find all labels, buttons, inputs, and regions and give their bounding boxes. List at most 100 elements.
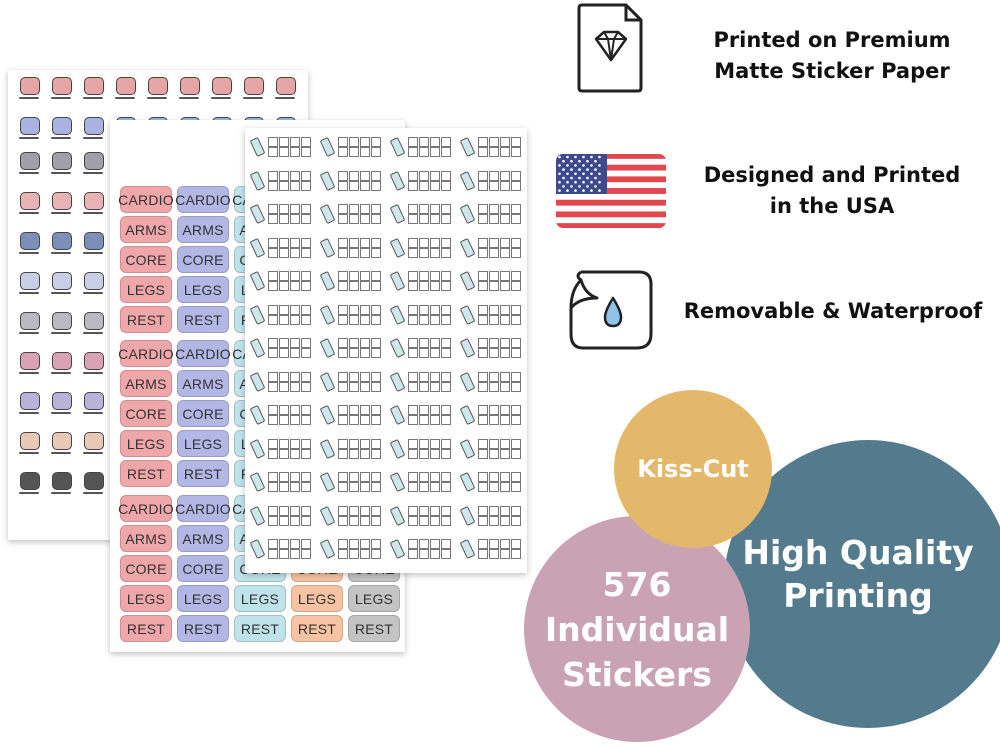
water-bottle-icon [459, 337, 476, 359]
water-tracker-sticker [249, 237, 319, 258]
tracker-box [500, 448, 510, 459]
flag-star [558, 164, 561, 167]
tracker-box [500, 247, 510, 258]
tracker-box [301, 170, 311, 181]
sticker-label-rest: REST [234, 615, 286, 642]
water-tracker-sticker [389, 136, 459, 158]
sticker-label-arms: ARMS [120, 216, 172, 243]
tracker-box [290, 405, 300, 415]
flag-star [586, 185, 589, 188]
scale-sticker-icon [16, 150, 42, 180]
flag-star [582, 180, 585, 184]
individual-line-2: Individual [544, 609, 730, 649]
tracker-box [489, 338, 499, 348]
tracker-box [371, 438, 381, 449]
flag-star [590, 189, 593, 192]
tracker-box [511, 515, 521, 526]
tracker-box [478, 281, 488, 291]
tracker-box [360, 338, 370, 348]
tracker-box [349, 204, 359, 214]
tracker-box [489, 405, 499, 415]
sandwich-sticker-icon [144, 75, 170, 105]
tracker-box [441, 515, 451, 526]
tracker-box [301, 371, 311, 382]
tracker-box [268, 214, 278, 224]
tracker-box [500, 549, 510, 559]
tracker-box [371, 338, 381, 348]
sticker-label-cardio: CARDIO [175, 340, 231, 367]
water-bottle-icon [319, 170, 336, 191]
feature-usa-line-1: Designed and Printed [703, 163, 961, 187]
tracker-box [489, 170, 499, 181]
tracker-box [430, 549, 440, 559]
tracker-box [338, 549, 348, 559]
tracker-box [500, 281, 510, 291]
tracker-box [360, 137, 370, 147]
tracker-box [360, 204, 370, 214]
tracker-box [290, 381, 300, 392]
flag-stripe [556, 154, 666, 159]
tracker-box [279, 549, 289, 559]
water-tracker-sticker-sheet [245, 128, 527, 573]
tracker-box [268, 515, 278, 526]
tracker-box [360, 448, 370, 459]
tracker-box [511, 482, 521, 492]
tracker-box [408, 371, 418, 382]
tracker-box [301, 415, 311, 425]
tracker-box [430, 180, 440, 191]
tracker-box [290, 147, 300, 157]
tracker-box [338, 539, 348, 549]
tracker-box [430, 281, 440, 291]
tracker-box [360, 314, 370, 325]
tracker-box [441, 247, 451, 258]
sticker-label-core: CORE [120, 400, 172, 427]
tracker-box [430, 505, 440, 516]
water-tracker-sticker [389, 538, 459, 560]
sticker-label-arms: ARMS [177, 216, 229, 243]
tracker-box [408, 137, 418, 147]
tracker-box [500, 415, 510, 425]
tracker-box [279, 472, 289, 482]
tracker-box [301, 137, 311, 147]
water-tracker-sticker [389, 371, 459, 392]
tracker-box [430, 405, 440, 415]
tracker-box [360, 247, 370, 258]
water-tracker-sticker [319, 203, 389, 225]
tracker-box [349, 214, 359, 224]
tracker-box [441, 348, 451, 358]
water-bottle-icon [249, 505, 266, 526]
tracker-box [349, 237, 359, 248]
tracker-box [290, 214, 300, 224]
tracker-box [511, 348, 521, 358]
water-bottle-icon [249, 203, 266, 225]
tracker-box [338, 204, 348, 214]
tracker-box [290, 482, 300, 492]
flag-star [566, 155, 569, 159]
tracker-box [371, 204, 381, 214]
flag-star [594, 159, 597, 163]
sandwich-sticker-icon [272, 75, 298, 105]
tracker-box [511, 304, 521, 315]
yoga-mat-sticker-icon [80, 430, 106, 460]
tracker-box [419, 549, 429, 559]
sneakers-sticker-icon [80, 390, 106, 420]
tracker-box [430, 271, 440, 281]
tracker-box [360, 505, 370, 516]
tracker-box [349, 147, 359, 157]
tracker-box [408, 505, 418, 516]
tracker-box [349, 338, 359, 348]
flag-star [566, 164, 569, 167]
tracker-box [511, 237, 521, 248]
tracker-box [371, 539, 381, 549]
tracker-box [441, 549, 451, 559]
sandwich-sticker-icon [112, 75, 138, 105]
water-tracker-sticker [319, 538, 389, 560]
sticker-label-rest: REST [177, 615, 229, 642]
water-tracker-sticker [319, 438, 389, 459]
water-tracker-sticker [249, 270, 319, 292]
tracker-box [478, 204, 488, 214]
flag-stripe [556, 176, 666, 183]
water-bottle-icon [249, 337, 266, 359]
tracker-box [500, 214, 510, 224]
tracker-box [441, 237, 451, 248]
